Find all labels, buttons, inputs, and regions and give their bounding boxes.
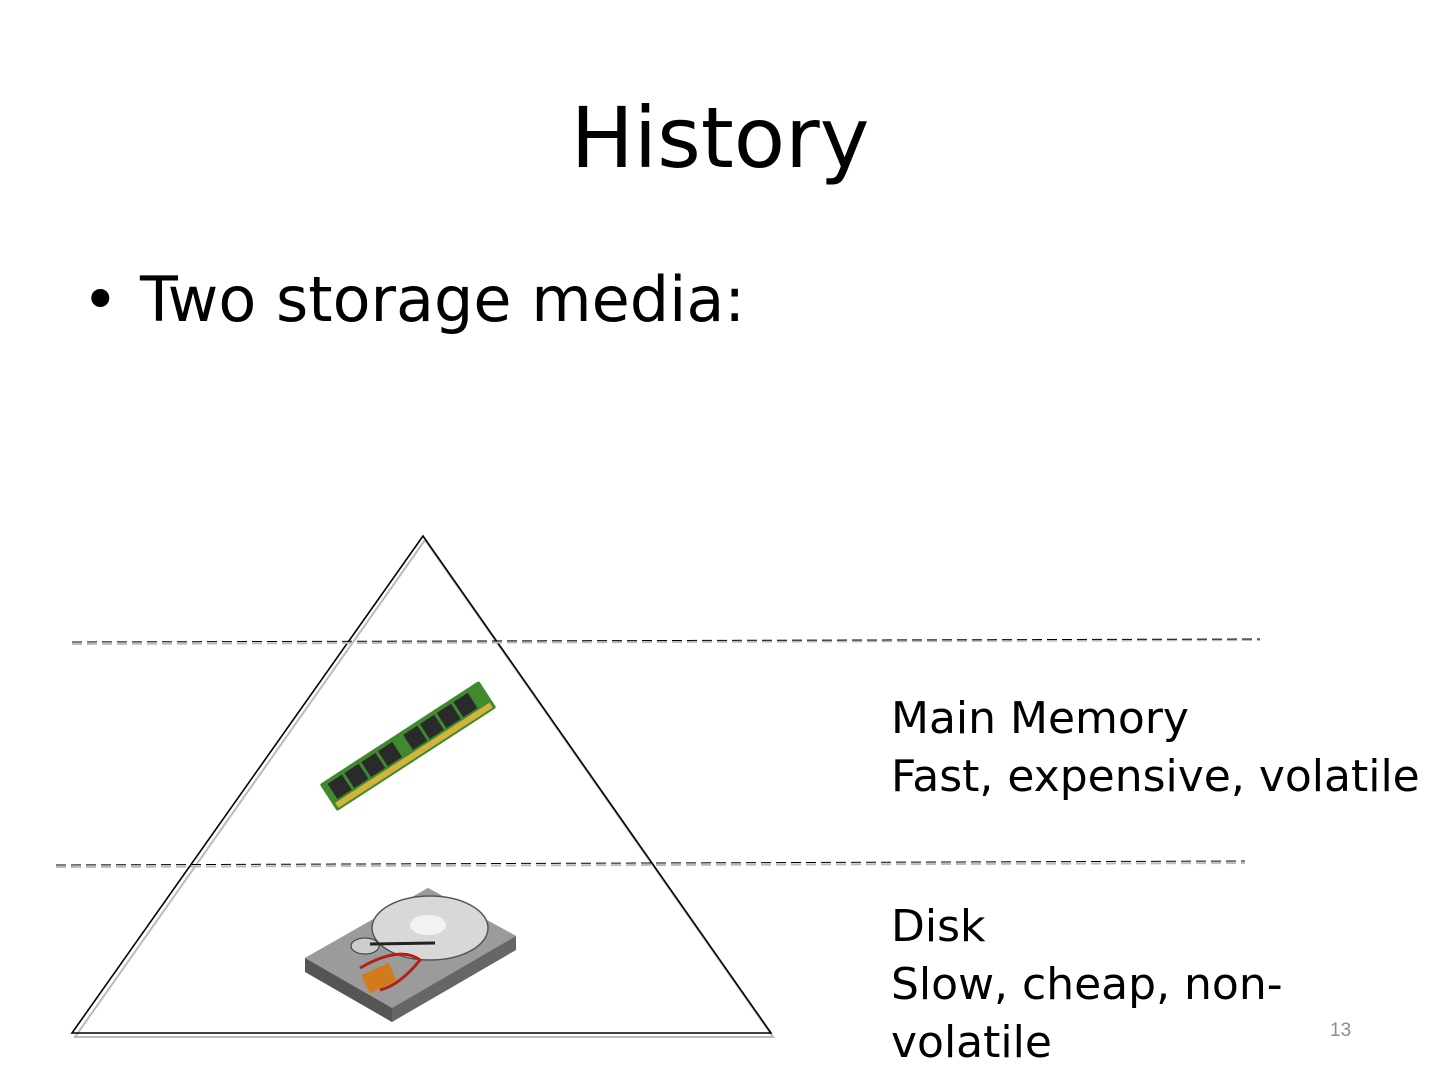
main-memory-label: Main Memory Fast, expensive, volatile [891,690,1420,806]
disk-title: Disk [891,901,986,952]
tier-divider-bottom [55,862,1246,868]
main-memory-title: Main Memory [891,693,1189,744]
bullet-marker: • [82,263,119,336]
slide-title: History [570,89,870,187]
ram-module-icon [320,681,496,811]
disk-description-line1: Slow, cheap, non- [891,959,1283,1010]
page-number: 13 [1330,1020,1352,1041]
bullet-text: Two storage media: [140,263,746,336]
disk-description-line2: volatile [891,1017,1052,1068]
tier-divider-top [71,639,1261,645]
disk-label: Disk Slow, cheap, non- volatile [891,898,1283,1072]
pyramid-triangle [70,534,773,1034]
hard-disk-icon [305,888,516,1022]
bullet-item: • Two storage media: [82,262,745,338]
main-memory-description: Fast, expensive, volatile [891,751,1420,802]
